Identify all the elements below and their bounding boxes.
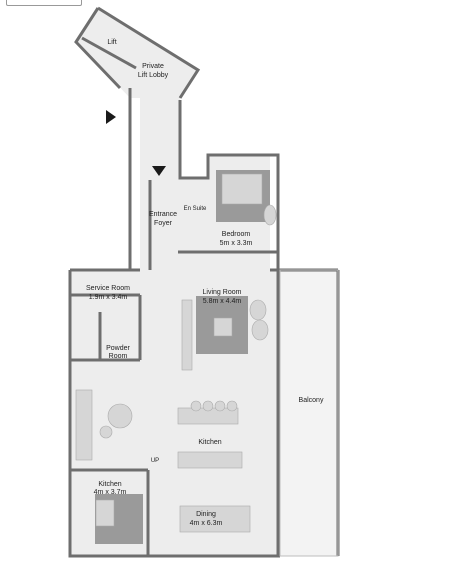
stool-2 — [202, 400, 214, 412]
dining-table — [179, 505, 251, 533]
top-corner-tab[interactable] — [6, 0, 82, 6]
entry-arrow-icon — [106, 110, 116, 124]
service-label: Service Room — [86, 285, 130, 292]
foyer-arrow-icon — [152, 166, 166, 176]
dining-dim: 4m x 6.3m — [190, 520, 223, 527]
round-table — [107, 403, 133, 429]
stairs-up-label: UP — [151, 458, 159, 464]
sofa — [181, 299, 193, 371]
powder-label-line1: Powder — [106, 345, 130, 352]
lobby-label-line1: Private — [142, 63, 164, 70]
furniture — [75, 173, 277, 533]
foyer-label-line1: Entrance — [149, 211, 177, 218]
bedroom-dim: 5m x 3.3m — [220, 240, 253, 247]
lift-label: Lift — [107, 39, 116, 46]
kitchen-label: Kitchen — [198, 439, 221, 446]
lobby-label-line2: Lift Lobby — [138, 72, 169, 79]
stool-4 — [226, 400, 238, 412]
service-dim: 1.9m x 3.4m — [89, 294, 128, 301]
kitchen-counter — [95, 499, 115, 527]
kitchen2-label: Kitchen — [98, 481, 121, 488]
living-label: Living Room — [203, 289, 242, 296]
powder-label-line2: Room — [109, 353, 128, 360]
living-chair-1 — [249, 299, 267, 321]
foyer-label-line2: Foyer — [154, 220, 173, 227]
walls — [68, 6, 340, 558]
plant — [99, 425, 113, 439]
bedroom-label: Bedroom — [222, 231, 251, 238]
coffee-table — [213, 317, 233, 337]
bed — [221, 173, 263, 205]
living-dim: 5.8m x 4.4m — [203, 298, 242, 305]
living-chair-2 — [251, 319, 269, 341]
kitchen2-dim: 4m x 3.7m — [94, 489, 127, 496]
stool-3 — [214, 400, 226, 412]
balcony-area — [280, 270, 338, 556]
ensuite-label: En Suite — [184, 206, 207, 212]
kitchen-island-bottom — [177, 451, 243, 469]
balcony-label: Balcony — [299, 397, 324, 404]
bedroom-chair — [263, 204, 277, 226]
stool-1 — [190, 400, 202, 412]
stairs — [75, 389, 93, 461]
dining-label: Dining — [196, 511, 216, 518]
floor-areas — [70, 8, 338, 556]
balcony-outline — [279, 269, 339, 557]
